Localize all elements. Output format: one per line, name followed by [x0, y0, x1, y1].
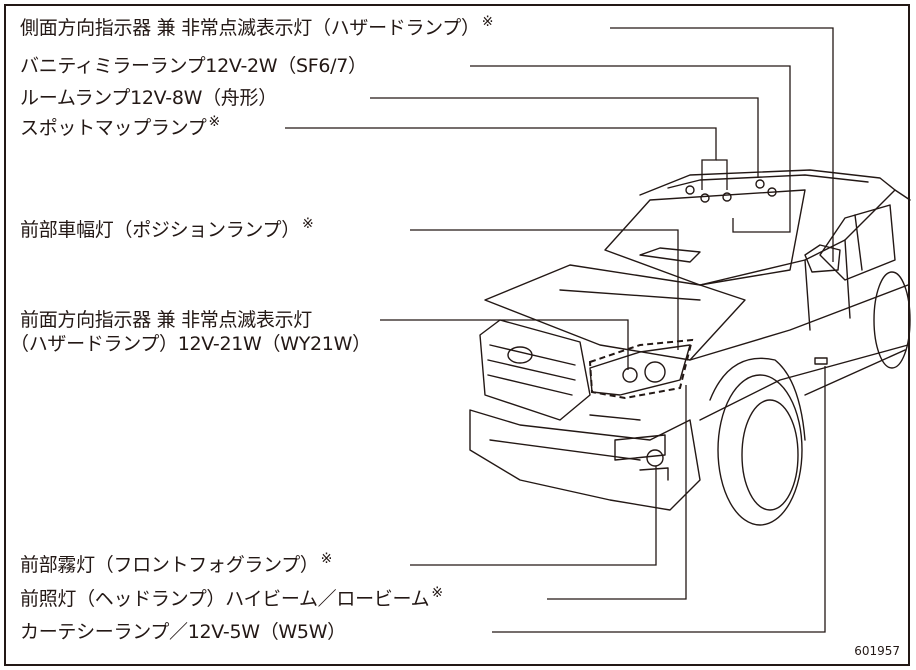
label-headlamp: 前照灯（ヘッドランプ）ハイビーム／ロービーム※ [20, 585, 447, 611]
label-spot-lamp: スポットマップランプ※ [20, 114, 224, 140]
label-front-turn-2: （ハザードランプ）12V-21W（WY21W） [10, 332, 375, 356]
label-vanity-lamp: バニティミラーランプ12V-2W（SF6/7） [20, 54, 371, 78]
label-room-lamp: ルームランプ12V-8W（舟形） [20, 86, 281, 110]
label-fog-lamp: 前部霧灯（フロントフォグランプ）※ [20, 551, 337, 577]
label-position-lamp: 前部車幅灯（ポジションランプ）※ [20, 216, 318, 242]
note-mark: ※ [208, 114, 220, 130]
note-mark: ※ [320, 551, 333, 567]
note-mark: ※ [431, 585, 443, 601]
label-side-turn: 側面方向指示器 兼 非常点滅表示灯（ハザードランプ）※ [20, 14, 498, 40]
note-mark: ※ [481, 14, 494, 30]
label-courtesy-lamp: カーテシーランプ／12V-5W（W5W） [20, 620, 350, 644]
note-mark: ※ [301, 216, 314, 232]
figure-code: 601957 [854, 644, 900, 658]
label-front-turn-1: 前面方向指示器 兼 非常点滅表示灯 [20, 308, 316, 332]
